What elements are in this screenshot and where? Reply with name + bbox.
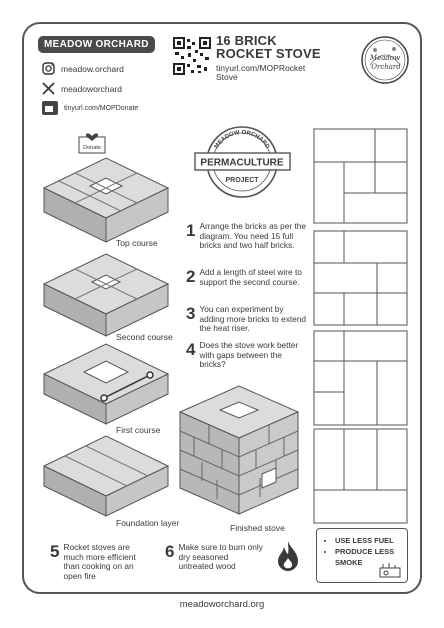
page-border [22,22,422,594]
instagram-row[interactable]: meadow.orchard [42,62,124,75]
first-course-plan [313,330,408,426]
first-course-diagram [42,343,170,425]
permaculture-project-stamp: MEADOW ORCHARD PERMACULTURE PROJECT [194,126,291,198]
finished-stove-caption: Finished stove [230,523,285,533]
second-course-caption: Second course [116,332,173,342]
logo-text-top: Meadow [369,54,400,62]
finished-stove-diagram [178,385,300,515]
x-twitter-icon [42,82,55,95]
benefit-item: PRODUCE LESS SMOKE [335,546,407,568]
donate-url: tinyurl.com/MOPDonate [64,104,139,112]
footer-url[interactable]: meadoworchard.org [179,599,265,610]
instagram-icon [42,62,55,75]
twitter-row[interactable]: meadoworchard [42,82,122,95]
instagram-handle: meadow.orchard [61,63,124,74]
top-course-plan [313,128,408,224]
qr-code[interactable] [173,37,211,75]
steel-wire [103,374,151,399]
foundation-layer-diagram [42,435,170,517]
stove-sketch-icon [379,563,401,578]
foundation-layer-plan [313,428,408,524]
second-course-plan [313,230,408,326]
fire-opening [261,467,277,489]
page-title: 16 BRICK ROCKET STOVE [216,33,321,61]
coffee-icon [42,101,58,115]
stamp-bottom-text: PROJECT [225,177,259,184]
benefit-item: USE LESS FUEL [335,535,407,546]
top-course-caption: Top course [116,238,158,248]
flame-icon [278,541,298,571]
top-course-diagram [42,157,170,243]
logo-text-bottom: Orchard [371,63,401,71]
donate-label: Donate [83,145,101,151]
stamp-middle-text: PERMACULTURE [200,158,283,169]
donate-box-icon[interactable]: Donate [78,128,106,154]
twitter-handle: meadoworchard [61,83,122,94]
page-url[interactable]: tinyurl.com/MOPRocket Stove [216,63,306,82]
first-course-caption: First course [116,425,161,435]
brand-badge: MEADOW ORCHARD [38,36,155,53]
second-course-diagram [42,253,170,337]
donate-link-row[interactable]: tinyurl.com/MOPDonate [42,101,138,115]
meadow-orchard-logo: Meadow Orchard [361,36,409,84]
benefits-box: USE LESS FUEL PRODUCE LESS SMOKE [316,528,408,583]
foundation-layer-caption: Foundation layer [116,518,180,528]
